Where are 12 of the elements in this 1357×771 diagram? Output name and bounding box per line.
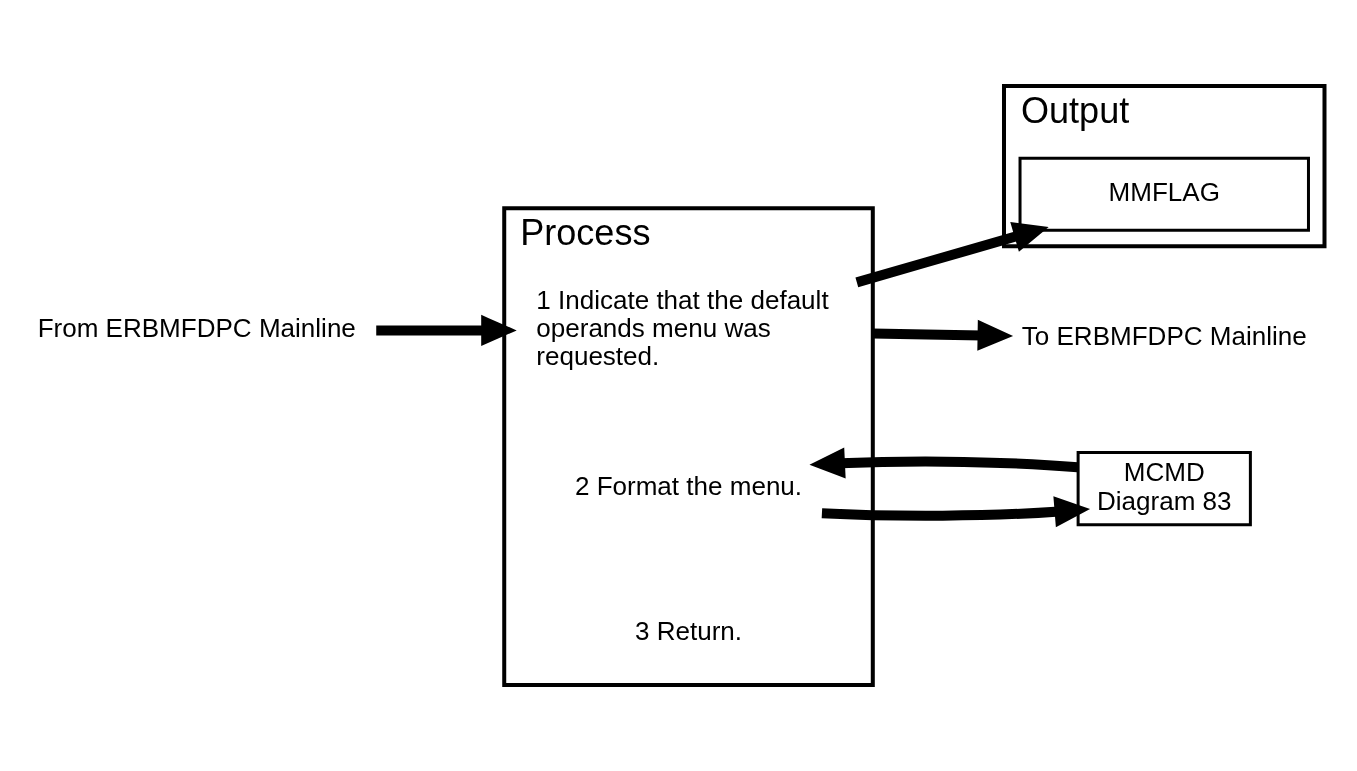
node-text: 1 Indicate that the default operands menu was requested.: [535, 285, 829, 372]
node-text: To ERBMFDPC Mainline: [1021, 321, 1307, 352]
arrow: [854, 221, 1049, 288]
node-text: From ERBMFDPC Mainline: [37, 313, 356, 344]
node-text: 2 Format the menu.: [574, 471, 802, 502]
node-box: MMFLAG: [1018, 156, 1310, 232]
arrow: [808, 447, 1078, 479]
node-text: 3 Return.: [634, 615, 742, 646]
arrow: [375, 314, 517, 346]
arrow: [821, 496, 1090, 528]
arrow: [872, 319, 1013, 351]
node-box: MCMD Diagram 83: [1076, 451, 1252, 527]
